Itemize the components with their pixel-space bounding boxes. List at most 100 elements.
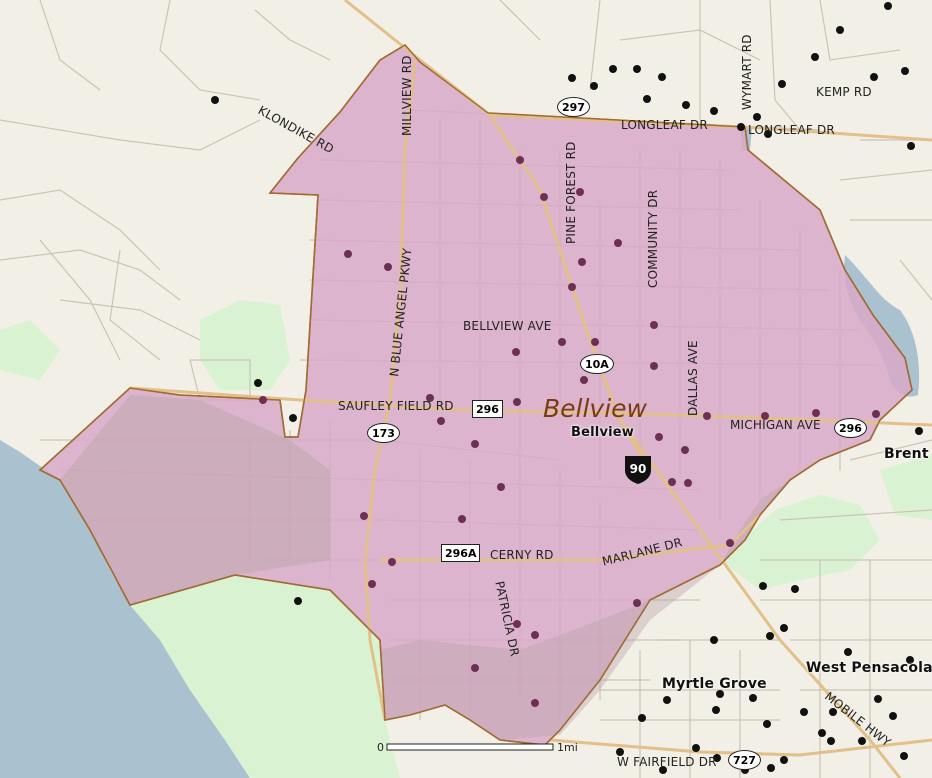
marker [609,65,617,73]
marker [211,96,219,104]
marker [901,67,909,75]
marker [874,695,882,703]
marker [681,446,689,454]
us-shield-shape [625,456,651,484]
road-label-longleaf-1: LONGLEAF DR [621,118,708,132]
marker [668,478,676,486]
area-name-label: Bellview [543,394,647,423]
marker [889,712,897,720]
marker [712,706,720,714]
marker [388,558,396,566]
marker [578,258,586,266]
marker [568,283,576,291]
marker [471,440,479,448]
marker [749,694,757,702]
road-label-kemp: KEMP RD [816,85,872,99]
bellview-boundary-outline [38,44,913,746]
road-label-michigan: MICHIGAN AVE [730,418,821,432]
marker [360,512,368,520]
marker [437,417,445,425]
marker [767,764,775,772]
park-area-5 [880,455,932,520]
marker [663,696,671,704]
route-shield-173: 173 [367,423,400,443]
marker [513,620,521,628]
marker [884,2,892,10]
park-overlay-in-region [60,395,330,605]
route-shield-727: 727 [728,750,761,770]
road-label-community: COMMUNITY DR [646,189,660,288]
marker [872,410,880,418]
park-area-4 [720,495,880,590]
road-label-dallas: DALLAS AVE [686,340,700,416]
marker [870,73,878,81]
marker [836,26,844,34]
marker [516,156,524,164]
marker [643,95,651,103]
marker [710,107,718,115]
marker [759,582,767,590]
route-shield-us-90: 90 [629,462,647,476]
marker [254,379,262,387]
marker [829,708,837,716]
place-label-myrtle-grove: Myrtle Grove [662,676,767,692]
marker [633,65,641,73]
marker [713,754,721,762]
marker [590,82,598,90]
marker [513,398,521,406]
marker [907,142,915,150]
route-shield-10a: 10A [580,354,614,374]
road-label-longleaf-2: LONGLEAF DR [748,123,835,137]
road-pine-forest [486,112,902,778]
marker [580,376,588,384]
marker [766,632,774,640]
marker [858,737,866,745]
marker [682,101,690,109]
route-shield-296-box: 296 [472,400,503,418]
road-label-fairfield: W FAIRFIELD DR [617,755,717,769]
road-label-saufley: SAUFLEY FIELD RD [338,399,454,413]
scale-label-start: 0 [377,741,384,754]
bay-water [0,440,250,778]
road-label-bellview-ave: BELLVIEW AVE [463,319,552,333]
marker [906,656,914,664]
markers-inside [259,156,880,707]
park-area [130,575,400,778]
marker [658,73,666,81]
marker [540,193,548,201]
scale-bar [386,743,554,751]
marker [616,748,624,756]
markers-outside [211,2,923,774]
marker [703,412,711,420]
place-label-west-pensacola: West Pensacola [806,660,932,676]
marker [368,580,376,588]
marker [710,636,718,644]
marker [458,515,466,523]
marker [531,631,539,639]
marker [753,113,761,121]
route-shield-297: 297 [557,97,590,117]
park-area-2 [0,320,60,380]
marker [576,188,584,196]
marker [512,348,520,356]
marker [811,53,819,61]
marker [818,729,826,737]
marker [812,409,820,417]
marker [558,338,566,346]
marker [591,338,599,346]
marker [737,123,745,131]
marker [650,362,658,370]
road-label-wymart: WYMART RD [740,34,754,110]
road-cerny [380,513,762,562]
road-label-pine-forest: PINE FOREST RD [564,141,578,244]
marker [827,737,835,745]
marker [716,690,724,698]
road-label-cerny: CERNY RD [490,548,554,562]
marker [633,599,641,607]
marker [289,414,297,422]
marker [638,714,646,722]
marker [259,396,267,404]
marker [778,80,786,88]
